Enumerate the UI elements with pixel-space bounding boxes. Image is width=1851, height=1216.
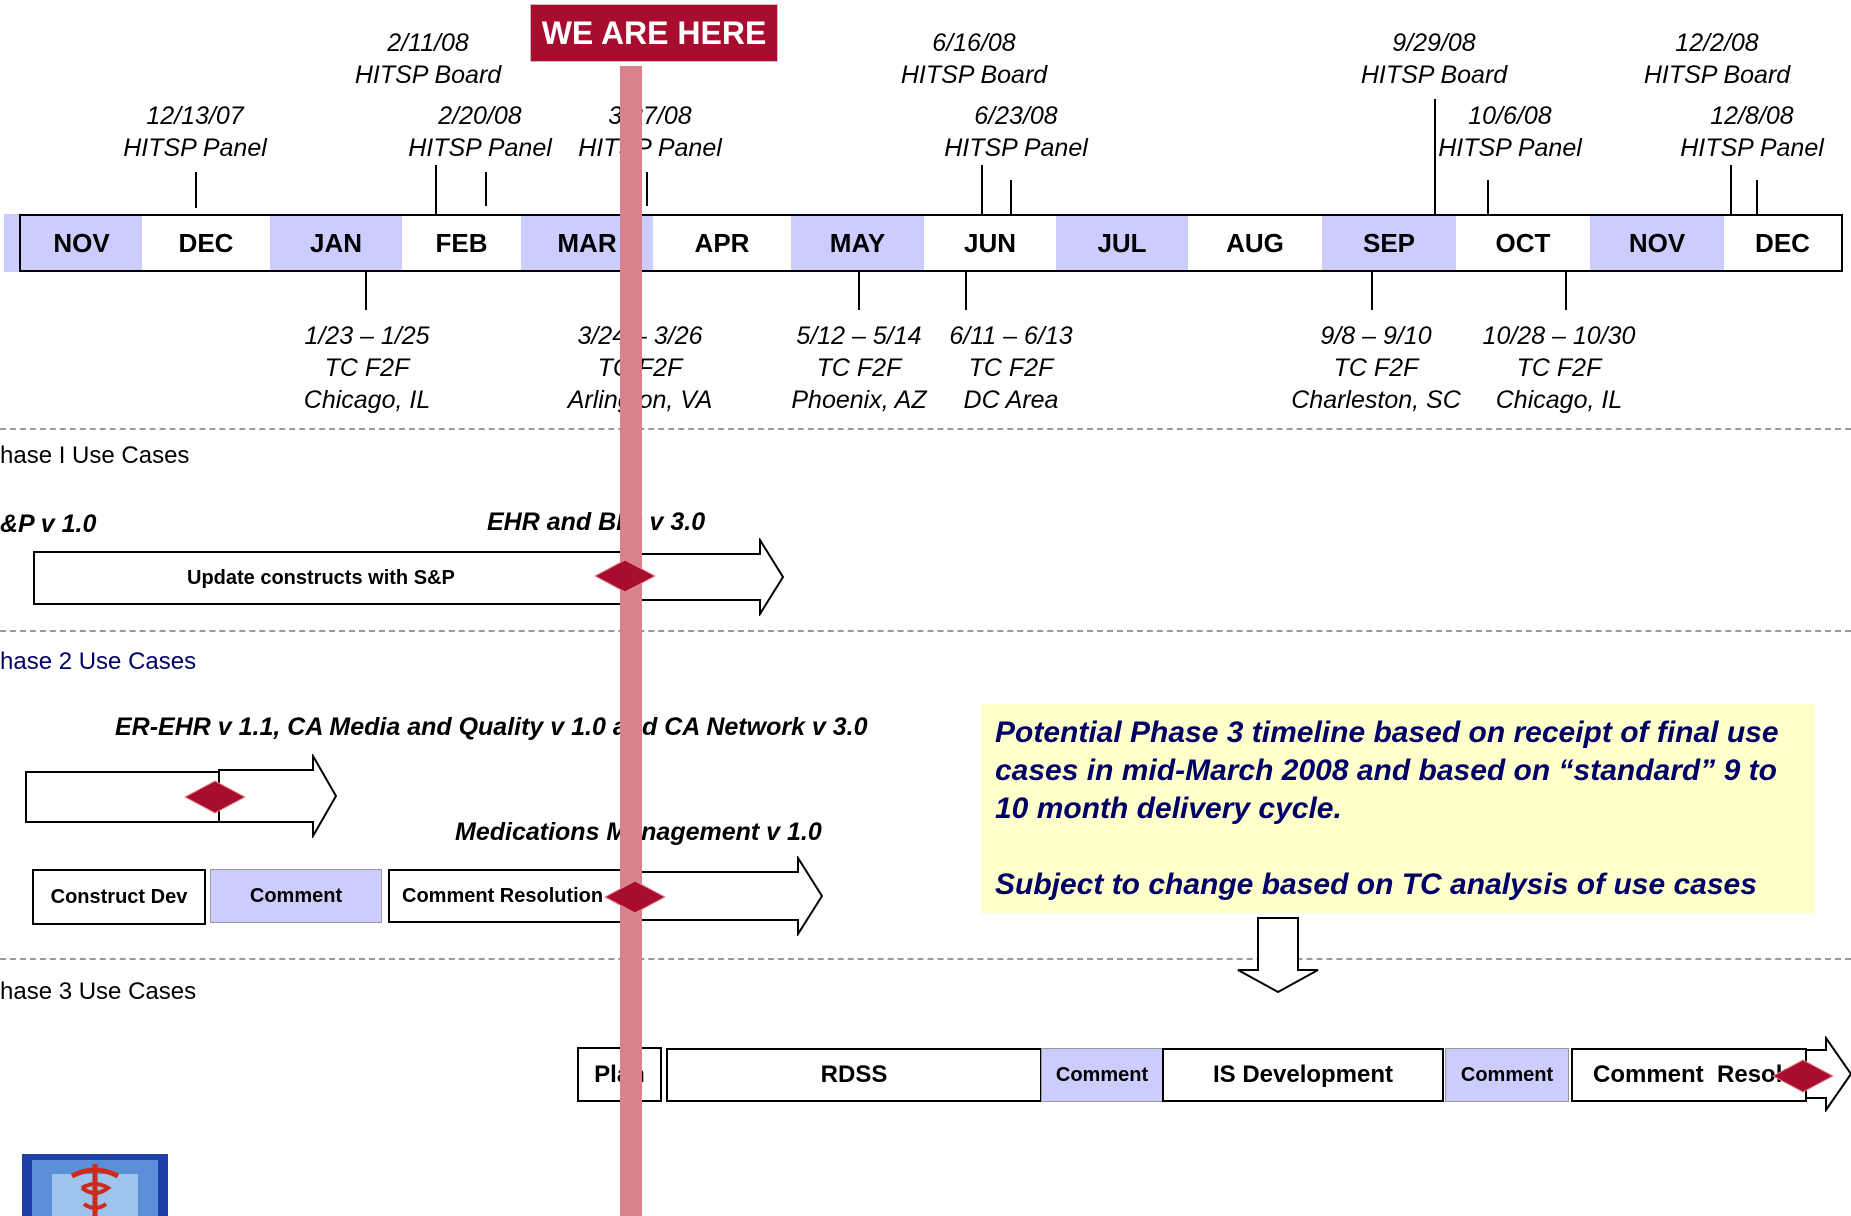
we-are-here-bar (620, 66, 642, 1216)
top-tick (1434, 99, 1436, 214)
top-tick (1487, 180, 1489, 214)
caduceus-logo-icon (22, 1154, 168, 1216)
phase2-construct-dev: Construct Dev (32, 869, 206, 925)
month-sep: SEP (1322, 216, 1456, 270)
phase2-arrow-2 (635, 856, 824, 936)
phase3-rdss: RDSS (666, 1048, 1042, 1102)
phase3-comment-resolution: Comment Resolution (1571, 1048, 1807, 1102)
month-nov: NOV (21, 216, 142, 270)
month-may: MAY (791, 216, 924, 270)
bottom-tick (858, 270, 860, 310)
top-tick (646, 172, 648, 206)
top-tick (981, 165, 983, 214)
milestone-diamond-icon (594, 559, 656, 593)
month-dec: DEC (178, 228, 234, 258)
month-jun: JUN (963, 228, 1016, 258)
top-tick (435, 165, 437, 214)
bottom-tick (1371, 270, 1373, 310)
phase2-arrow-1 (218, 754, 338, 838)
month-apr: APR (694, 228, 750, 258)
phase3-comment-1: Comment (1041, 1048, 1163, 1102)
phase1-title-right: EHR and BIO v 3.0 (487, 508, 706, 536)
phase2-comment: Comment (210, 869, 382, 923)
phase1-title-left: &P v 1.0 (0, 510, 97, 538)
phase3-comment-2: Comment (1445, 1048, 1569, 1102)
phase3-label: hase 3 Use Cases (0, 978, 197, 1005)
phase1-arrow (631, 538, 785, 616)
top-tick (485, 172, 487, 206)
down-arrow-icon (1237, 917, 1319, 994)
milestone-diamond-icon (604, 880, 666, 914)
month-nov-2: NOV (1590, 216, 1724, 270)
top-tick (1756, 180, 1758, 214)
bottom-tick (1565, 270, 1567, 310)
phase2-label: hase 2 Use Cases (0, 648, 197, 675)
phase2-title-1: ER-EHR v 1.1, CA Media and Quality v 1.0… (115, 713, 868, 741)
month-bar-left-stub (4, 214, 19, 272)
note-line-1: Potential Phase 3 timeline based on rece… (995, 716, 1779, 825)
phase3-note: Potential Phase 3 timeline based on rece… (981, 704, 1815, 913)
phase3-is-development: IS Development (1162, 1048, 1444, 1102)
month-aug: AUG (1226, 228, 1284, 258)
month-bar: NOV DEC JAN FEB MAR APR MAY JUN JUL AUG … (19, 214, 1843, 272)
phase1-label: hase I Use Cases (0, 442, 190, 469)
top-tick (1730, 165, 1732, 214)
month-feb: FEB (435, 228, 488, 258)
separator (0, 630, 1851, 632)
milestone-diamond-icon (1772, 1059, 1834, 1093)
note-line-2: Subject to change based on TC analysis o… (995, 868, 1757, 901)
phase1-update-bar: Update constructs with S&P (33, 551, 623, 605)
month-dec-2: DEC (1755, 228, 1810, 258)
separator (0, 428, 1851, 430)
separator (0, 958, 1851, 960)
we-are-here-label: WE ARE HERE (530, 4, 778, 62)
bottom-tick (965, 270, 967, 310)
bottom-tick (365, 270, 367, 310)
phase2-comment-resolution: Comment Resolution (388, 869, 630, 923)
month-jan: JAN (270, 216, 402, 270)
month-oct: OCT (1495, 228, 1551, 258)
milestone-diamond-icon (184, 780, 246, 814)
top-tick (195, 172, 197, 208)
top-tick (1010, 180, 1012, 214)
month-jul: JUL (1056, 216, 1188, 270)
